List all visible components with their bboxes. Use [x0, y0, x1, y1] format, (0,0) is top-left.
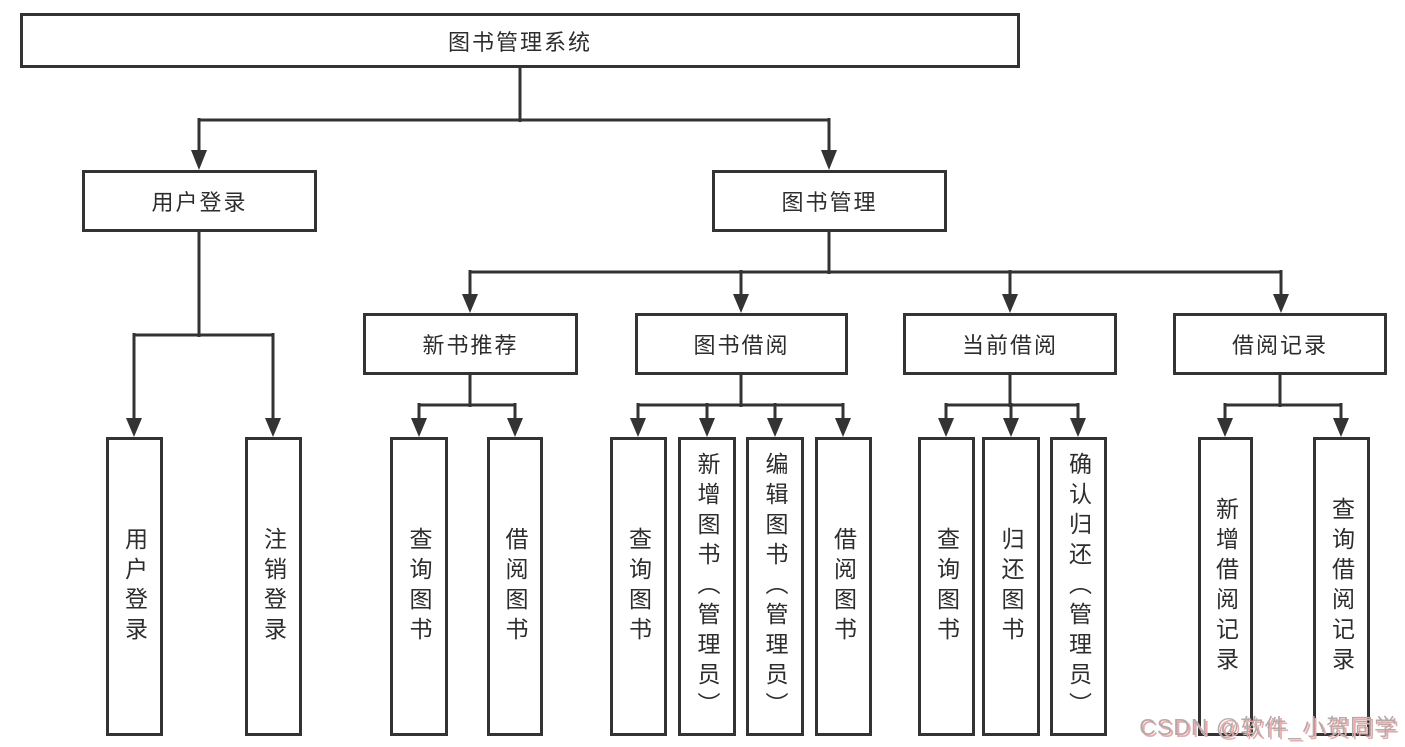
node-borrow-records: 借阅记录 [1173, 313, 1387, 375]
node-book-management: 图书管理 [712, 170, 947, 232]
leaf-user-login: 用户登录 [106, 437, 163, 736]
node-book-borrow: 图书借阅 [635, 313, 848, 375]
watermark: CSDN @软件_小贺同学 [1139, 714, 1398, 740]
leaf-logout: 注销登录 [245, 437, 302, 736]
leaf-add-books-admin: 新增图书（管理员） [678, 437, 736, 736]
leaf-borrow-books: 借阅图书 [815, 437, 872, 736]
leaf-borrow-books-recommend: 借阅图书 [487, 437, 543, 736]
node-library-management-system: 图书管理系统 [20, 13, 1020, 68]
leaf-add-borrow-record: 新增借阅记录 [1198, 437, 1253, 736]
leaf-return-books: 归还图书 [982, 437, 1040, 736]
node-current-borrow: 当前借阅 [903, 313, 1117, 375]
leaf-query-books-current: 查询图书 [918, 437, 975, 736]
node-user-login: 用户登录 [82, 170, 317, 232]
leaf-confirm-return-admin: 确认归还（管理员） [1050, 437, 1107, 736]
node-new-book-recommend: 新书推荐 [363, 313, 578, 375]
leaf-query-books-recommend: 查询图书 [390, 437, 448, 736]
leaf-query-borrow-record: 查询借阅记录 [1313, 437, 1370, 736]
leaf-edit-books-admin: 编辑图书（管理员） [746, 437, 804, 736]
leaf-query-books-borrow: 查询图书 [610, 437, 667, 736]
